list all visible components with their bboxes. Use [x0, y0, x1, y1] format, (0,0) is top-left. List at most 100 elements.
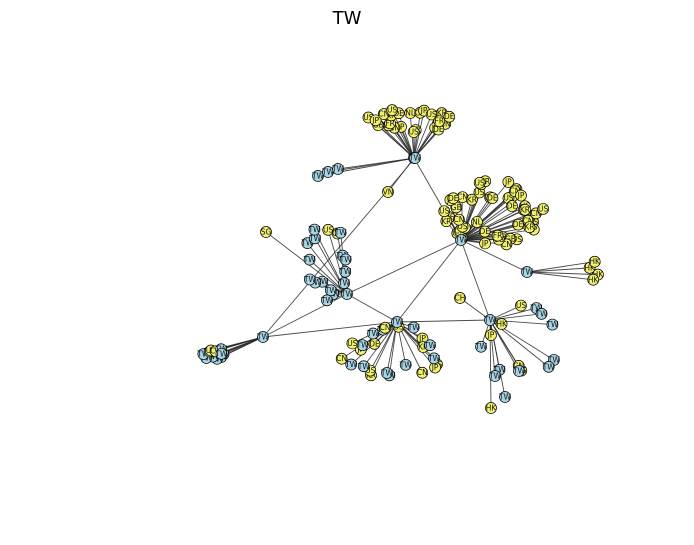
hub-node-label: TW [256, 333, 270, 342]
tw-node: TW [331, 163, 345, 175]
tw-node-label: TW [492, 365, 506, 374]
country-node: CN [453, 213, 465, 226]
country-node-label: US [427, 110, 437, 119]
tw-node-label: TW [357, 362, 371, 371]
hub-node-label: TW [340, 290, 354, 299]
country-node-marker [523, 221, 536, 234]
extra-edge [337, 157, 416, 170]
leaf-edge [309, 259, 348, 295]
country-node-marker [453, 213, 465, 226]
hub-node-label: TW [483, 316, 497, 325]
country-node-label: US [347, 339, 357, 348]
country-node-label: JP [418, 334, 426, 343]
country-node-label: DE [513, 220, 524, 229]
country-node-label: HK [588, 275, 600, 284]
country-node-label: CN [336, 354, 347, 363]
tw-node: TW [366, 327, 380, 340]
tw-node-label: TW [311, 172, 325, 181]
country-node-label: FR [435, 117, 445, 126]
tw-node-label: TW [308, 234, 322, 243]
country-node: DE [506, 200, 518, 212]
hub-edge [346, 239, 462, 295]
tw-node: TW [542, 361, 555, 373]
tw-node-label: TW [427, 354, 441, 363]
country-node: DE [478, 225, 491, 238]
country-node-label: US [474, 188, 484, 197]
tw-node-marker [489, 370, 501, 382]
tw-node: TW [334, 226, 347, 239]
country-node: DE [447, 192, 460, 205]
hub-node: TW [390, 316, 404, 328]
hub-node: TW [520, 266, 534, 278]
tw-node-label: TW [196, 350, 210, 359]
hub-node-marker [391, 316, 403, 328]
tw-node: TW [498, 391, 512, 403]
country-node-marker [515, 189, 527, 202]
tw-node-marker [428, 352, 440, 365]
leaf-edge [398, 113, 415, 159]
tw-node-marker [345, 358, 358, 371]
country-node-label: KR [520, 205, 530, 214]
country-node: NL [471, 216, 483, 228]
tw-node-label: TW [399, 360, 413, 369]
country-node: SG [260, 226, 272, 238]
country-node-label: GB [451, 203, 462, 212]
tw-node-marker [332, 163, 344, 175]
tw-node: TW [427, 352, 441, 365]
leaf-edge [460, 209, 526, 241]
tw-node: TW [214, 347, 228, 360]
country-node-label: HK [589, 257, 601, 266]
country-node-marker [515, 299, 527, 312]
hub-node-marker [521, 266, 533, 278]
country-node-label: KR [437, 109, 447, 118]
country-node-marker [478, 225, 491, 238]
tw-node: TW [344, 358, 358, 371]
node-layer: CNUSJPDEKRUSJPCNDEGBFRUSJPKRCNDEUSNLCNJP… [196, 104, 604, 414]
country-node-marker [407, 126, 420, 138]
tw-node-label: TW [498, 393, 512, 402]
country-node-marker [382, 186, 394, 198]
country-node-label: US [365, 366, 375, 375]
country-node-label: JP [371, 116, 379, 125]
hub-node-label: TW [454, 236, 468, 245]
tw-node-label: TW [303, 255, 317, 264]
tw-node-label: TW [315, 277, 329, 286]
leaf-edge [526, 267, 590, 273]
country-node-label: US [409, 128, 419, 137]
country-node-marker [447, 192, 460, 205]
country-node: CN [335, 352, 348, 365]
tw-node-marker [338, 277, 350, 290]
tw-node: TW [512, 365, 526, 377]
leaf-edge [460, 205, 513, 241]
leaf-edge [526, 271, 594, 281]
graph-title: TW [332, 8, 362, 29]
hub-node-marker [257, 331, 269, 343]
tw-node: TW [399, 358, 413, 371]
country-node: CN [379, 321, 391, 334]
leaf-edge [220, 336, 264, 350]
leaf-edge [460, 208, 544, 241]
tw-node: TW [303, 273, 317, 286]
tw-node-label: TW [423, 341, 437, 350]
hub-node-label: TW [408, 154, 422, 163]
tw-node-label: TW [214, 349, 228, 358]
country-node-marker [466, 193, 478, 206]
tw-node-label: TW [303, 275, 317, 284]
tw-node-marker [475, 340, 487, 353]
country-node-marker [485, 402, 497, 414]
tw-node-marker [399, 358, 412, 371]
tw-node: TW [474, 340, 488, 353]
tw-node-marker [367, 327, 379, 340]
leaf-edge [460, 205, 526, 241]
country-node-label: KR [467, 195, 477, 204]
country-node-label: FR [493, 231, 503, 240]
country-node-marker [486, 192, 499, 204]
country-node: KR [519, 203, 531, 216]
country-node: US [438, 205, 451, 218]
country-node-label: VN [383, 188, 394, 197]
tw-node-label: TW [488, 372, 502, 381]
country-node: JP [485, 329, 497, 341]
country-node-label: US [387, 106, 397, 115]
hub-node-marker [409, 152, 421, 164]
country-node-label: US [363, 113, 373, 122]
